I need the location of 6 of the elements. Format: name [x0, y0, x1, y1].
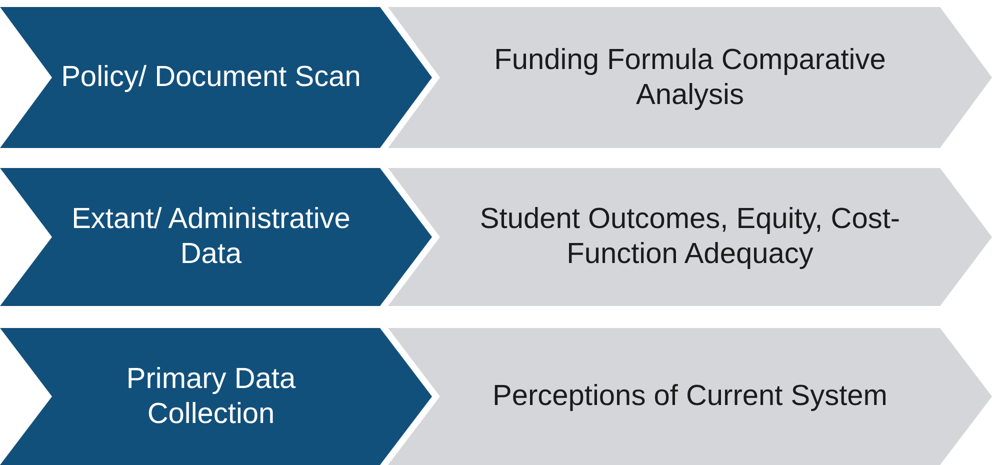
data-source-label: Policy/ Document Scan	[61, 60, 361, 95]
data-source-label: Primary Data Collection	[125, 362, 297, 432]
analysis-label: Perceptions of Current System	[492, 379, 888, 414]
analysis-label: Student Outcomes, Equity, Cost-Function Adequacy	[478, 202, 902, 272]
data-source-label: Extant/ Administrative Data	[70, 202, 352, 272]
analysis-label: Funding Formula Comparative Analysis	[493, 42, 887, 112]
